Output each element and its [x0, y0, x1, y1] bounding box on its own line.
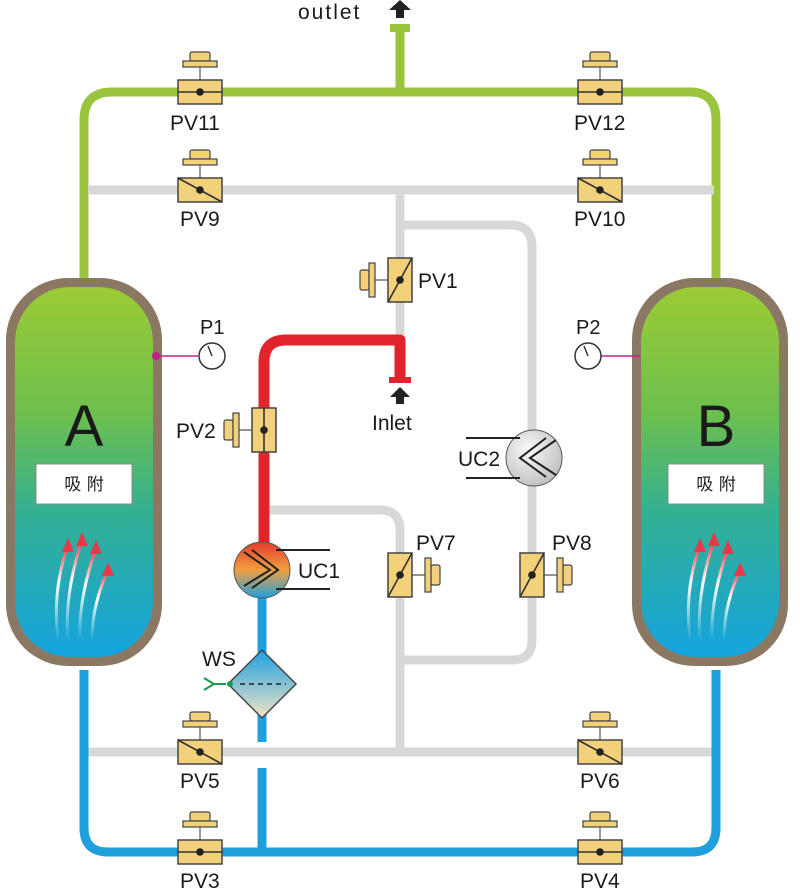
valve-pv1[interactable] [359, 257, 413, 303]
tank-b-flow-arrows-icon [686, 539, 742, 641]
tank-b-label: B [697, 394, 736, 459]
up-arrow-icon [390, 387, 410, 404]
inlet-label: Inlet [372, 412, 412, 435]
valve-pv6[interactable] [577, 711, 623, 765]
gauge-needle-icon [583, 345, 589, 357]
uc2-label: UC2 [458, 448, 500, 471]
pv11-label: PV11 [170, 112, 220, 135]
p1-label: P1 [200, 317, 224, 339]
cooler-uc2[interactable]: UC2 [458, 429, 563, 487]
pv7-label: PV7 [416, 532, 456, 555]
pv9-label: PV9 [180, 208, 220, 231]
gauge-needle-icon [207, 345, 213, 357]
pv1-label: PV1 [418, 270, 458, 293]
outlet-label: outlet [298, 1, 361, 24]
pv12-label: PV12 [574, 112, 625, 135]
valve-pv10[interactable] [577, 149, 623, 203]
tank-a-caption: 吸 附 [64, 475, 103, 495]
valve-pv7[interactable] [387, 552, 441, 598]
outlet-marker: outlet [298, 0, 411, 24]
inlet-marker: Inlet [372, 387, 412, 435]
pressure-gauge-p1[interactable]: P1 [152, 317, 226, 370]
valve-pv11[interactable] [177, 51, 223, 105]
valve-pv5[interactable] [177, 711, 223, 765]
uc1-label: UC1 [298, 560, 340, 583]
outlet-pipe [79, 24, 721, 280]
up-arrow-icon [389, 0, 411, 18]
p2-label: P2 [576, 317, 600, 339]
pressure-gauge-p2[interactable]: P2 [574, 317, 640, 370]
ws-label: WS [202, 648, 236, 671]
pv8-label: PV8 [552, 532, 592, 555]
water-separator-ws[interactable]: WS [202, 648, 298, 720]
tank-a[interactable]: A 吸 附 [6, 278, 162, 666]
valve-pv4[interactable] [577, 811, 623, 865]
tank-a-flow-arrows-icon [54, 539, 110, 641]
valve-pv9[interactable] [177, 149, 223, 203]
cooler-uc1[interactable]: UC1 [233, 541, 340, 599]
pv3-label: PV3 [180, 870, 220, 891]
tank-b-caption: 吸 附 [696, 475, 735, 495]
pv4-label: PV4 [580, 870, 620, 891]
pv2-label: PV2 [176, 420, 216, 443]
valve-pv3[interactable] [177, 811, 223, 865]
valve-pv12[interactable] [577, 51, 623, 105]
valve-pv2[interactable] [223, 407, 277, 453]
tank-b[interactable]: B 吸 附 [632, 278, 788, 666]
pv10-label: PV10 [574, 208, 625, 231]
inlet-pipe [258, 334, 411, 555]
pv5-label: PV5 [180, 770, 220, 793]
drain-icon [203, 677, 226, 691]
valve-pv8[interactable] [519, 552, 573, 598]
tank-a-label: A [65, 394, 104, 459]
pv6-label: PV6 [580, 770, 620, 793]
